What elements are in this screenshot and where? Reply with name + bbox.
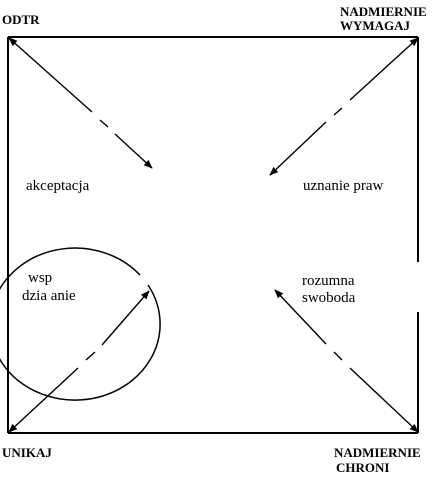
arrow-bottom-left [8,290,150,433]
label-rozumna: rozumna [302,273,355,289]
central-circle [0,247,161,401]
label-bottom-right-2: CHRONI [336,460,390,475]
label-bottom-right-1: NADMIERNIE [334,445,421,460]
label-bottom-left: UNIKAJ [2,445,52,460]
arrow-top-right [269,37,419,176]
label-top-right-2: WYMAGAJ [340,18,411,33]
label-wsp: wsp [28,270,53,286]
arrow-bottom-right [274,289,419,433]
label-uznanie-praw: uznanie praw [303,178,384,194]
arrow-top-left [8,37,153,169]
label-swoboda: swoboda [302,290,356,306]
label-akceptacja: akceptacja [26,178,90,194]
label-dzia-anie: dzia anie [22,288,76,304]
label-top-left: ODTR [2,12,40,27]
label-top-right-1: NADMIERNIE [340,4,427,19]
